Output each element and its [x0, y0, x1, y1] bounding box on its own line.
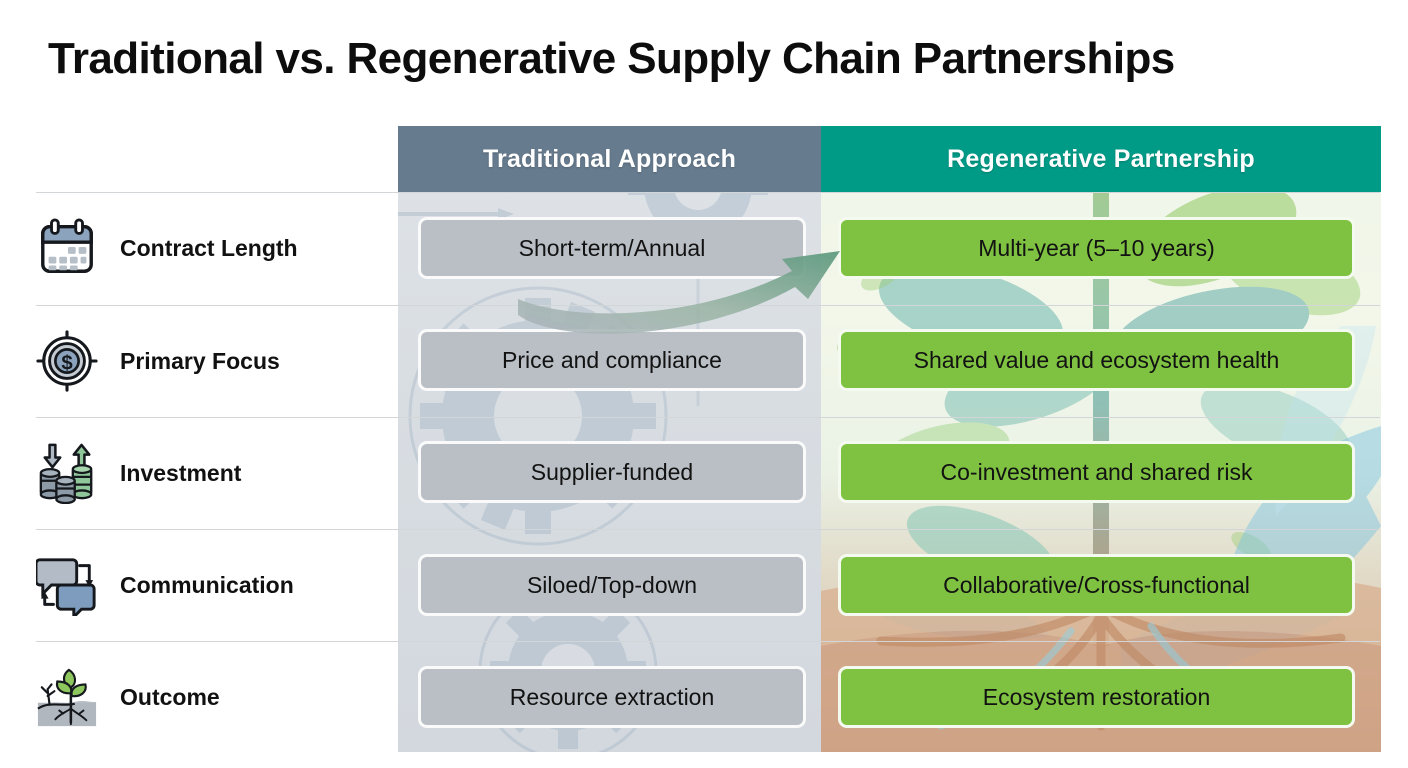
sprout-roots-icon [36, 666, 98, 728]
calendar-icon [36, 217, 98, 279]
row-label-outcome: Outcome [36, 652, 386, 742]
row-separator [36, 305, 1380, 306]
row-separator [36, 417, 1380, 418]
row-label-text: Contract Length [120, 234, 298, 261]
target-dollar-icon: $ [36, 330, 98, 392]
row-label-text: Primary Focus [120, 347, 280, 374]
row-label-text: Communication [120, 571, 294, 598]
row-separator [36, 192, 1380, 193]
cell-regenerative-outcome: Ecosystem restoration [838, 666, 1355, 728]
cell-traditional-investment: Supplier-funded [418, 441, 806, 503]
page-title: Traditional vs. Regenerative Supply Chai… [48, 34, 1175, 83]
coin-stacks-icon [36, 442, 98, 505]
cell-traditional-primary-focus: Price and compliance [418, 329, 806, 391]
cell-traditional-outcome: Resource extraction [418, 666, 806, 728]
header-regenerative-partnership: Regenerative Partnership [821, 126, 1381, 192]
row-label-communication: Communication [34, 540, 386, 630]
svg-text:$: $ [61, 353, 73, 375]
cell-regenerative-communication: Collaborative/Cross-functional [838, 554, 1355, 616]
row-label-investment: Investment [36, 428, 386, 518]
row-separator [36, 529, 1380, 530]
row-separator [36, 641, 1380, 642]
row-label-text: Investment [120, 459, 242, 486]
row-label-primary-focus: $ Primary Focus [36, 316, 386, 406]
cell-regenerative-contract-length: Multi-year (5–10 years) [838, 217, 1355, 279]
cell-traditional-communication: Siloed/Top-down [418, 554, 806, 616]
speech-bubbles-icon [34, 554, 98, 621]
cell-regenerative-investment: Co-investment and shared risk [838, 441, 1355, 503]
row-label-contract-length: Contract Length [36, 203, 386, 293]
cell-traditional-contract-length: Short-term/Annual [418, 217, 806, 279]
row-label-text: Outcome [120, 683, 220, 710]
cell-regenerative-primary-focus: Shared value and ecosystem health [838, 329, 1355, 391]
header-traditional-approach: Traditional Approach [398, 126, 821, 192]
